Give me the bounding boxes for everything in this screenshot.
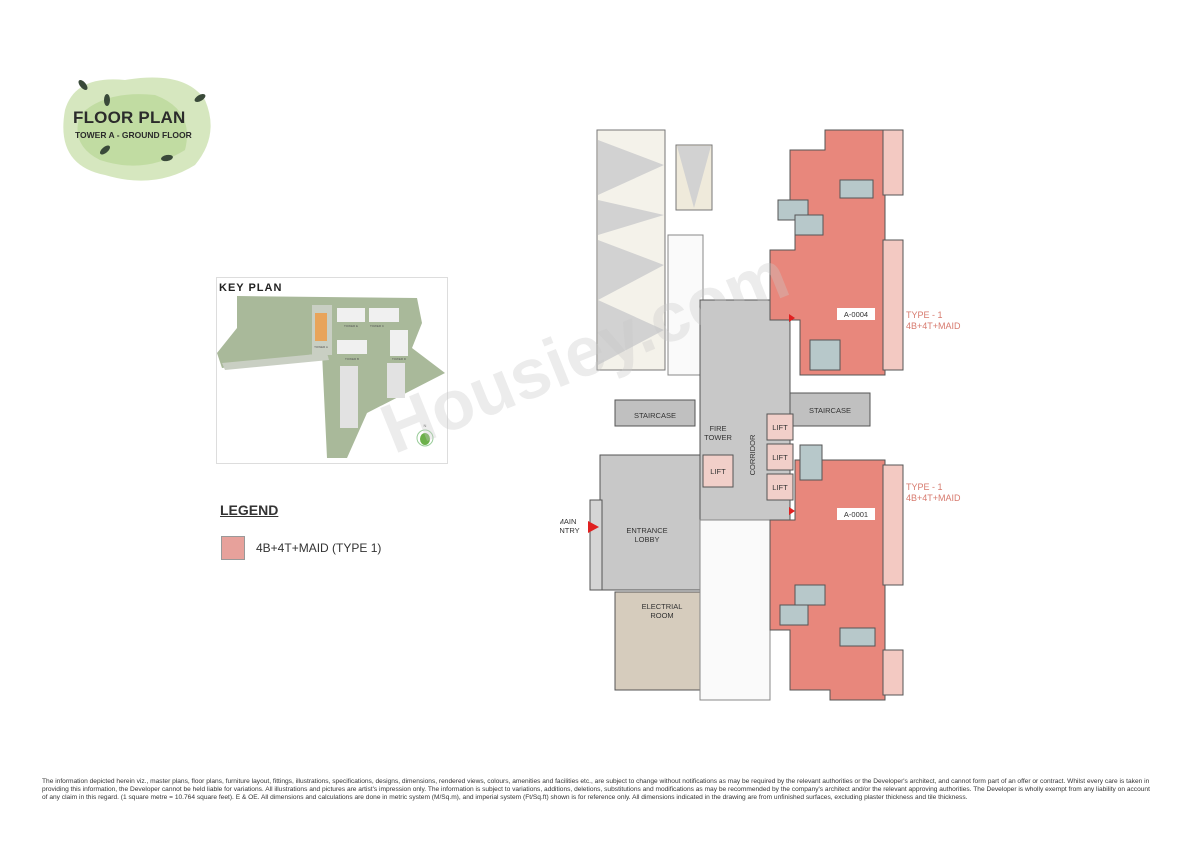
unit-number: A-0001 [844, 510, 868, 519]
unit-entry-arrow-icon [789, 314, 795, 322]
unit-type-label: TYPE - 1 [906, 482, 943, 492]
main-entry-steps [589, 499, 603, 591]
lift [766, 413, 794, 441]
staircase-label: STAIRCASE [809, 406, 851, 415]
lift [766, 443, 794, 471]
page-title: FLOOR PLAN [73, 108, 186, 127]
title-watercolor-background [63, 77, 211, 181]
leaf-icon [100, 145, 110, 155]
svg-text:N: N [424, 423, 427, 428]
corridor-label: CORRIDOR [748, 434, 757, 475]
unit-type-label: 4B+4T+MAID [906, 321, 961, 331]
leaf-icon [104, 94, 110, 106]
tower-building [337, 340, 367, 354]
lift-label: LIFT [772, 423, 788, 432]
left-wing [596, 129, 713, 376]
parking-block [340, 366, 358, 428]
unit-entry-arrow-icon [789, 507, 795, 515]
unit-number: A-0004 [844, 310, 868, 319]
staircase-left [614, 399, 696, 427]
staircase-right [789, 392, 871, 427]
key-plan-title: KEY PLAN [219, 282, 283, 294]
tower-building [369, 308, 399, 322]
north-compass-icon: N [416, 423, 434, 447]
staircase-label: STAIRCASE [634, 411, 676, 420]
tower-building [390, 330, 408, 356]
main-entry-arrow-icon [588, 521, 599, 533]
unit-type-label: TYPE - 1 [906, 310, 943, 320]
main-entry-label: MAIN [560, 517, 576, 526]
page-subtitle: TOWER A - GROUND FLOOR [75, 130, 192, 140]
tower-label: TOWER C [370, 324, 385, 328]
leaf-icon [194, 94, 206, 102]
tower-building [337, 308, 365, 322]
electrical-room-label: ELECTRIAL [642, 602, 683, 611]
key-plan-map: TOWER A TOWER B TOWER C TOWER D TOWER E … [217, 296, 445, 458]
lift-label: LIFT [772, 483, 788, 492]
tower-label: TOWER B [345, 357, 359, 361]
entrance-lobby-label: LOBBY [634, 535, 659, 544]
unit-type-label: 4B+4T+MAID [906, 493, 961, 503]
lift [766, 473, 794, 501]
electrical-room-label: ROOM [650, 611, 673, 620]
legend-label: 4B+4T+MAID (TYPE 1) [256, 541, 382, 555]
legend-swatch [221, 536, 245, 560]
electrical-room [614, 591, 716, 691]
leaf-icon [78, 80, 88, 90]
entrance-lobby-label: ENTRANCE [626, 526, 667, 535]
leaf-icon [161, 154, 173, 162]
lift-label: LIFT [710, 467, 726, 476]
fire-tower-label: TOWER [704, 433, 732, 442]
tower-label: TOWER D [392, 357, 407, 361]
fire-tower-label: FIRE [709, 424, 726, 433]
tower-label: TOWER E [344, 324, 358, 328]
tower-a-highlight [315, 313, 327, 341]
disclaimer: The information depicted herein viz., ma… [42, 778, 1150, 801]
entrance-lobby [599, 454, 701, 591]
key-plan: TOWER A TOWER B TOWER C TOWER D TOWER E … [216, 277, 448, 464]
floor-plan: STAIRCASE STAIRCASE FIRE TOWER CORRIDOR … [560, 129, 961, 701]
main-entry-label: ENTRY [560, 526, 580, 535]
lift [702, 454, 734, 488]
legend-title: LEGEND [220, 502, 279, 518]
parking-block [387, 363, 405, 398]
tower-label: TOWER A [314, 345, 328, 349]
lift-label: LIFT [772, 453, 788, 462]
